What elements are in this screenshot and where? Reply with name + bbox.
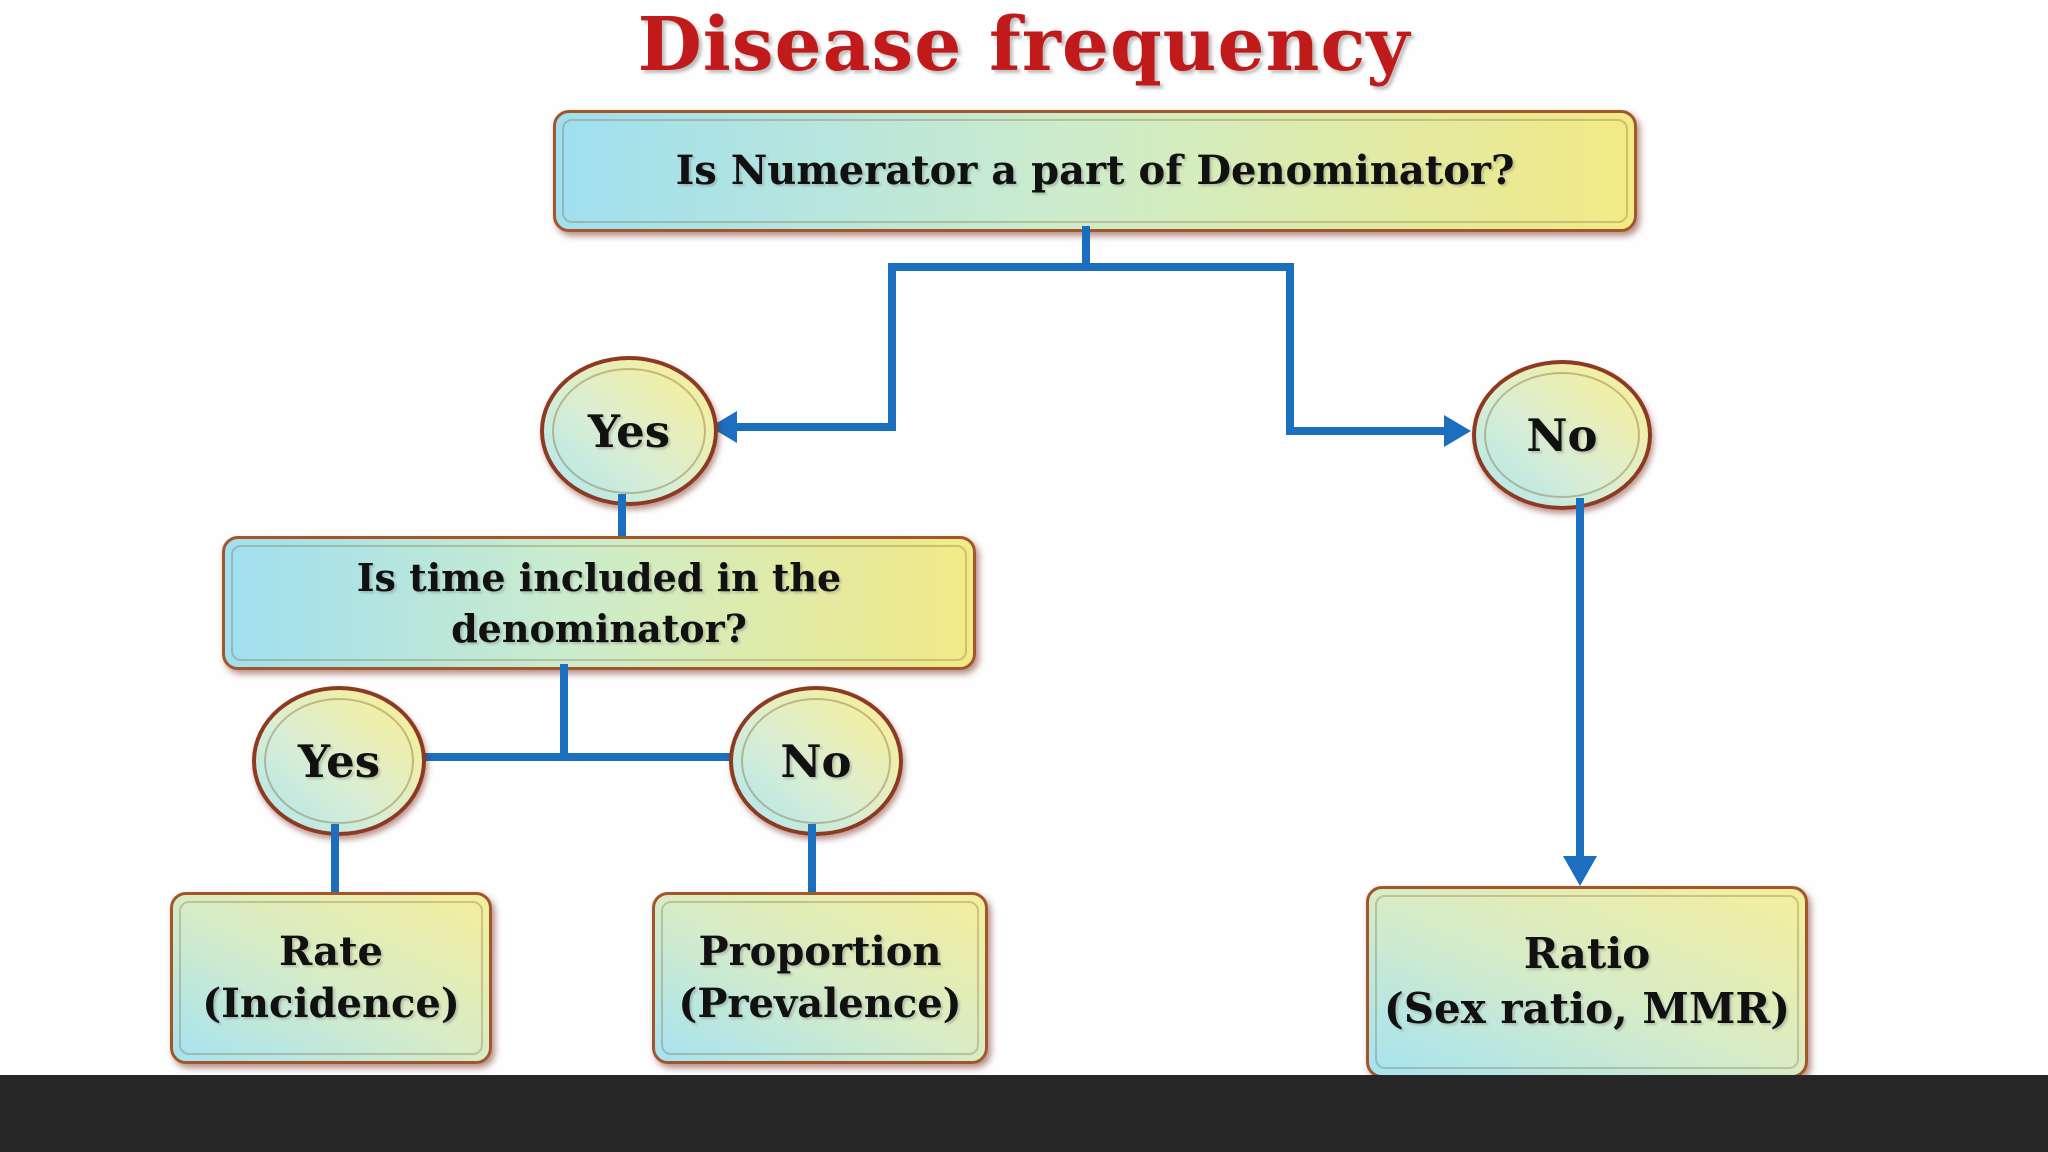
connector-q2-branch-bar [414,753,733,761]
node-yes-level1-label: Yes [587,404,671,458]
connector-q1-branch-bar [888,263,1294,271]
connector-no1-to-ratio [1576,498,1584,858]
connector-branch-right-vertical [1286,263,1294,435]
node-no-level2: No [729,686,903,836]
node-question-time-line2: denominator? [451,606,747,651]
node-proportion-sub: (Prevalence) [678,980,962,1027]
node-yes-level1: Yes [540,356,718,506]
connector-branch-left-vertical [888,263,896,431]
connector-no2-to-proportion [808,824,816,894]
node-ratio-title: Ratio [1523,929,1651,979]
connector-yes1-to-q2 [618,494,626,538]
node-yes-level2: Yes [252,686,426,836]
node-proportion-title: Proportion [698,928,942,975]
node-no-level1-label: No [1526,408,1598,462]
connector-q2-stub [560,664,568,761]
node-no-level2-label: No [780,734,852,788]
node-ratio: Ratio (Sex ratio, MMR) [1366,886,1808,1078]
connector-branch-right-shaft [1292,427,1446,435]
node-question-numerator-label: Is Numerator a part of Denominator? [675,147,1515,194]
bottom-bar [0,1075,2048,1152]
node-question-time: Is time included in the denominator? [222,536,976,670]
arrowhead-to-ratio-icon [1563,856,1597,886]
connector-q1-stub [1082,226,1090,271]
node-question-numerator: Is Numerator a part of Denominator? [553,110,1637,232]
node-yes-level2-label: Yes [297,734,381,788]
arrowhead-to-no1-icon [1444,415,1471,447]
connector-yes2-to-rate [331,824,339,894]
node-rate-title: Rate [278,928,383,975]
node-question-time-line1: Is time included in the [356,554,842,600]
page-title: Disease frequency [637,2,1411,88]
node-rate: Rate (Incidence) [170,892,492,1064]
node-rate-sub: (Incidence) [202,980,460,1027]
node-proportion: Proportion (Prevalence) [652,892,988,1064]
connector-branch-left-shaft [734,423,892,431]
node-ratio-sub: (Sex ratio, MMR) [1383,984,1791,1033]
node-no-level1: No [1472,360,1652,510]
